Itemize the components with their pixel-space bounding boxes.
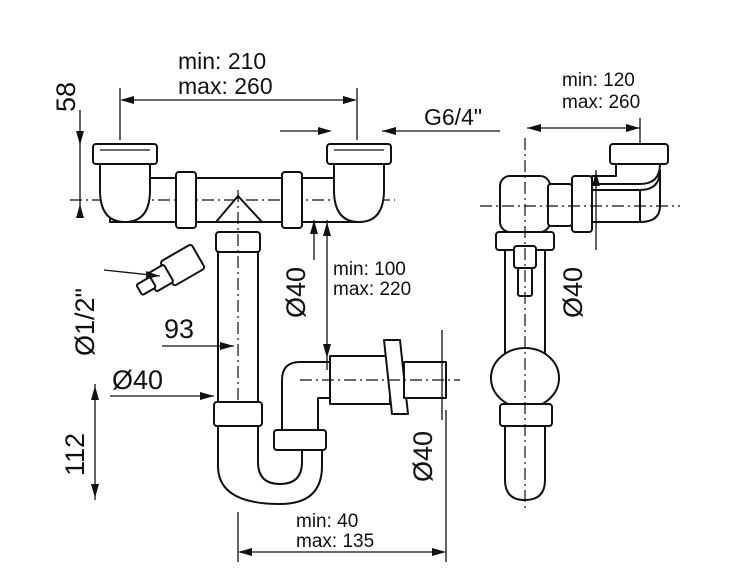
outlet-max-label: max: 220 <box>333 279 411 300</box>
trap-height-label: 112 <box>60 433 90 476</box>
right-inlet-nut <box>326 143 392 165</box>
trap-inlet-nut <box>213 401 263 427</box>
side-max-label: max: 260 <box>562 92 640 113</box>
side-inlet-nut <box>609 143 669 165</box>
trap-u-bend <box>217 425 323 505</box>
side-trap-nut <box>499 403 553 427</box>
left-coupling-nut <box>175 171 197 229</box>
side-min-label: min: 120 <box>562 70 635 91</box>
width-min-label: min: 210 <box>178 48 266 74</box>
hose-diameter-label: Ø1/2" <box>70 288 100 356</box>
right-inlet-elbow <box>333 161 385 223</box>
left-diameter-label: Ø40 <box>112 365 163 395</box>
bottom-max-label: max: 135 <box>296 531 374 552</box>
trap-riser <box>281 361 331 431</box>
side-elbow <box>591 161 661 185</box>
bottom-min-label: min: 40 <box>296 511 358 532</box>
tee-junction <box>215 195 263 223</box>
dimensions <box>76 88 641 562</box>
hose-connector <box>135 244 206 296</box>
left-inlet-nut <box>92 143 158 165</box>
side-diameter-label: Ø40 <box>558 267 588 318</box>
trap-outlet-nut <box>273 429 327 451</box>
side-coupling-nut <box>571 175 593 233</box>
side-trap-bowl <box>490 347 560 409</box>
height-top-label: 58 <box>51 82 81 112</box>
center-diameter-label: Ø40 <box>281 267 311 318</box>
offset-label: 93 <box>164 314 194 344</box>
right-coupling-nut <box>281 171 303 229</box>
side-coupling <box>547 183 573 227</box>
side-view <box>480 138 680 510</box>
labels: 58 min: 210 max: 260 G6/4" min: 120 max:… <box>51 48 640 552</box>
outlet-min-label: min: 100 <box>333 259 406 280</box>
outlet-diameter-label: Ø40 <box>408 431 438 482</box>
outlet-flange <box>383 339 409 415</box>
width-max-label: max: 260 <box>178 73 273 99</box>
thread-label: G6/4" <box>424 104 482 130</box>
left-inlet-elbow <box>99 161 151 223</box>
front-view <box>70 143 460 505</box>
